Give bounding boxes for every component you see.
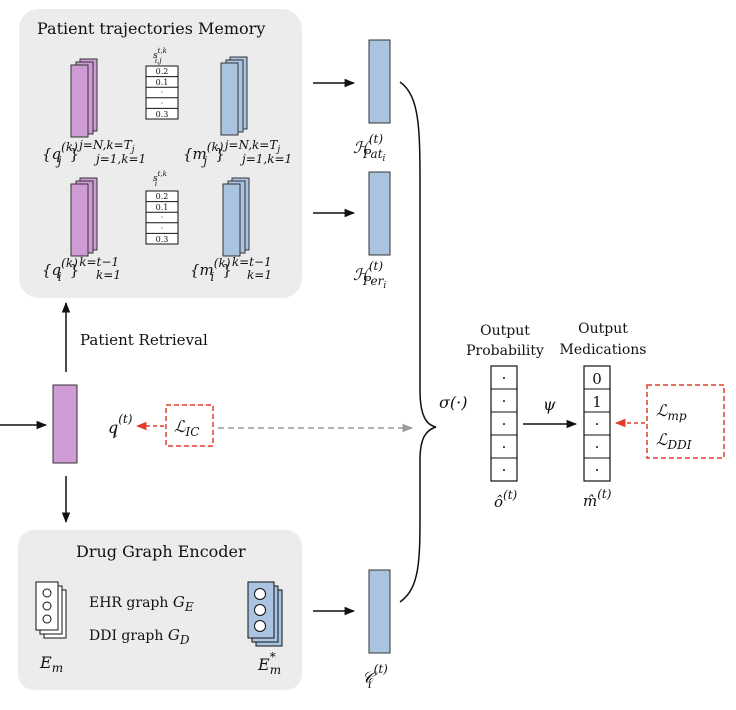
output-medications-vector: 0 1 · · · xyxy=(583,365,611,482)
encoder-panel-title: Drug Graph Encoder xyxy=(76,542,246,561)
m-hat-label: m̂(t) xyxy=(583,487,612,510)
em-star-label: E*m xyxy=(257,650,281,677)
output-medications-title-1: Output xyxy=(578,321,628,337)
score-cell: 0.1 xyxy=(156,78,169,87)
m-personal-stack xyxy=(222,177,250,257)
score-cell: 0.3 xyxy=(156,110,169,119)
h-pat-label: ℋ(t)Pati xyxy=(353,132,386,164)
output-probability-title-1: Output xyxy=(480,323,530,339)
q-history-lower: k=1 xyxy=(96,268,121,282)
em-stack xyxy=(35,581,67,639)
q-history-label: {q(k)i}k=t−1 xyxy=(42,255,119,284)
output-medications-title-2: Medications xyxy=(560,342,647,358)
query-label: q(t)i xyxy=(108,412,133,441)
memory-panel-title: Patient trajectories Memory xyxy=(37,19,265,38)
sigma-label: σ(·) xyxy=(439,393,468,412)
prob-cell: · xyxy=(502,369,507,387)
prob-cell: · xyxy=(502,392,507,410)
h-per-label: ℋ(t)Peri xyxy=(353,259,386,291)
m-set-lower: j=1,k=1 xyxy=(239,152,292,166)
c-label: 𝒞(t)i xyxy=(362,662,388,691)
score-cell: · xyxy=(161,88,164,97)
score-cell: 0.2 xyxy=(156,192,169,201)
psi-label: ψ xyxy=(543,395,556,414)
loss-ic-label: ℒIC xyxy=(174,417,199,439)
score-cell: · xyxy=(161,99,164,108)
ddi-graph-label: DDI graph GD xyxy=(89,626,190,647)
ehr-graph-label: EHR graph GE xyxy=(89,593,194,614)
em-label: Em xyxy=(39,653,63,675)
o-hat-label: ô(t) xyxy=(494,488,518,511)
med-cell: · xyxy=(595,461,600,479)
h-pat-vector xyxy=(368,39,391,124)
m-history-lower: k=1 xyxy=(247,268,272,282)
m-set-label: {m(k)j}j=N,k=Tj xyxy=(183,138,280,168)
q-memory-stack xyxy=(70,58,98,138)
m-memory-stack xyxy=(220,56,248,136)
score-cell: 0.2 xyxy=(156,67,169,76)
m-history-label: {m(k)i}k=t−1 xyxy=(190,255,272,284)
encoder-panel-bg xyxy=(18,530,302,690)
h-per-vector xyxy=(368,171,391,256)
prob-cell: · xyxy=(502,415,507,433)
output-probability-vector: · · · · · xyxy=(490,365,518,482)
patient-retrieval-label: Patient Retrieval xyxy=(80,331,208,349)
med-cell: · xyxy=(595,438,600,456)
score-cell: 0.3 xyxy=(156,235,169,244)
loss-mp-ddi-box xyxy=(646,384,725,459)
med-cell: 0 xyxy=(592,370,602,388)
prob-cell: · xyxy=(502,438,507,456)
c-vector xyxy=(368,569,391,654)
score-cell: · xyxy=(161,224,164,233)
prob-cell: · xyxy=(502,461,507,479)
loss-ic-box xyxy=(165,404,214,447)
q-personal-stack xyxy=(70,177,98,257)
q-set-lower: j=1,k=1 xyxy=(93,152,146,166)
q-set-label: {q(k)j}j=N,k=Tj xyxy=(42,138,135,168)
query-vector xyxy=(52,384,78,464)
loss-ddi-label: ℒDDI xyxy=(656,430,692,452)
loss-mp-label: ℒmp xyxy=(656,401,687,423)
merge-curve-top xyxy=(399,81,437,428)
score-cell: 0.1 xyxy=(156,203,169,212)
drug-graph-encoder-panel: Drug Graph Encoder Em EHR graph GE DDI g… xyxy=(18,530,302,690)
score-cell: · xyxy=(161,213,164,222)
med-cell: · xyxy=(595,415,600,433)
output-probability-title-2: Probability xyxy=(466,343,544,359)
merge-curve-bottom xyxy=(399,426,437,603)
em-star-stack xyxy=(247,581,283,647)
med-cell: 1 xyxy=(592,393,602,411)
